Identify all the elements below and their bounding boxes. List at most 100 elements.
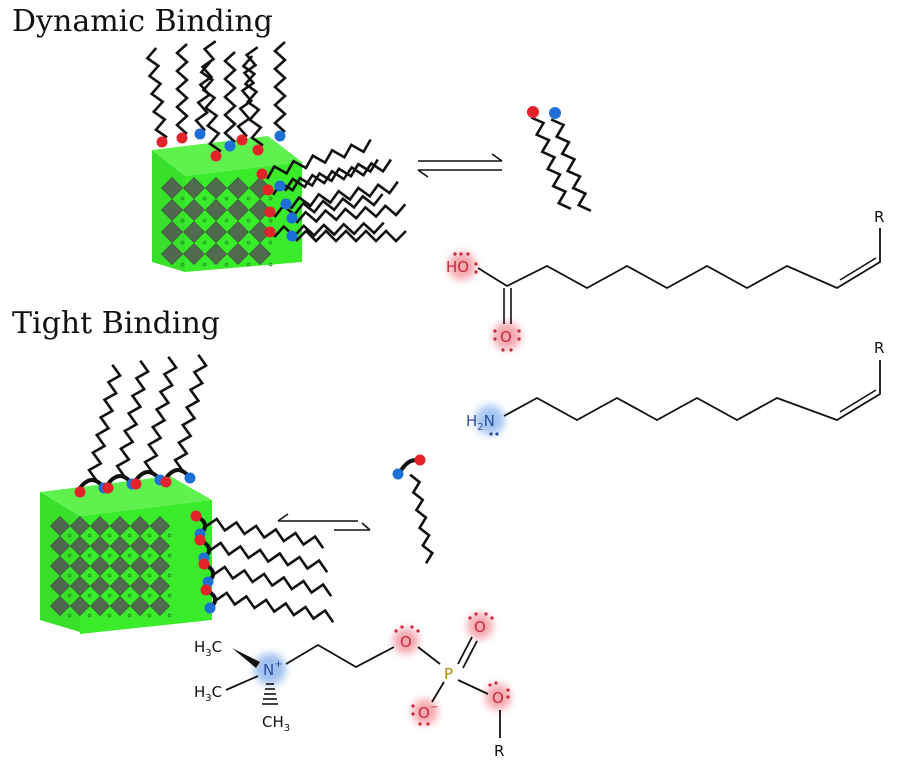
top-ligand-chain <box>199 61 222 153</box>
octahedron <box>183 177 205 199</box>
octahedron <box>109 575 131 597</box>
lone-pair-dots <box>453 252 521 352</box>
anion-charge: − <box>430 702 438 713</box>
a-site-cation <box>147 573 152 578</box>
octahedron <box>89 595 111 617</box>
a-site-cation <box>127 573 132 578</box>
side-ligand-chain <box>295 229 407 243</box>
free-carboxylic-acid-head <box>527 106 539 118</box>
octahedron <box>89 555 111 577</box>
octahedron <box>149 535 171 557</box>
octahedron <box>49 515 71 537</box>
dynamic-free-ligand-pair <box>527 106 592 212</box>
methyl-top-c: C <box>212 638 222 656</box>
octahedron <box>69 555 91 577</box>
side-ligand-chain <box>272 158 379 196</box>
carboxylate-head <box>264 206 276 218</box>
free-amine-head <box>549 107 561 119</box>
a-site-cation <box>147 613 152 618</box>
carboxylate-head <box>236 134 248 146</box>
phosphate-head <box>102 482 114 494</box>
a-site-cation <box>147 553 152 558</box>
phosphocholine-r-label: R <box>494 742 504 760</box>
octahedron <box>69 575 91 597</box>
phosphocholine-bonds <box>225 636 501 738</box>
top-ligand-chain <box>194 40 217 132</box>
octahedron <box>227 199 249 221</box>
a-site-cation <box>246 240 251 245</box>
amine-n: N <box>484 412 495 430</box>
dynamic-cube-top <box>152 136 302 176</box>
side-zwitterion-chain <box>214 591 335 623</box>
amine-highlight <box>475 405 505 435</box>
top-ligand-chain <box>223 51 237 143</box>
tight-free-ligand <box>392 454 435 564</box>
free-ammonium-head <box>392 468 404 480</box>
side-ligand-chain <box>266 138 372 180</box>
octahedron <box>205 177 227 199</box>
a-site-cation <box>87 573 92 578</box>
methyl-bottom-label: CH3 <box>262 713 290 734</box>
octahedron <box>109 535 131 557</box>
a-site-cation <box>167 613 172 618</box>
octahedron <box>161 221 183 243</box>
octahedron <box>205 243 227 265</box>
free-acid-chain <box>530 116 572 210</box>
octahedron <box>161 243 183 265</box>
octahedron <box>249 199 271 221</box>
phosphate-head <box>190 510 202 522</box>
top-zwitterion-chain <box>115 359 150 478</box>
octahedron <box>129 595 151 617</box>
hash-bond <box>262 683 278 705</box>
lone-pair-dots <box>394 612 510 726</box>
nitrogen-label: N+ <box>263 659 283 679</box>
a-site-cation <box>87 533 92 538</box>
a-site-cation <box>67 573 72 578</box>
oleic-acid-r-label: R <box>874 208 884 226</box>
phosphocholine-structure: H3C H3C CH3 N+ O P O O O− R <box>194 612 511 760</box>
a-site-cation <box>246 218 251 223</box>
top-ligand-chain <box>145 47 168 139</box>
a-site-cation <box>180 218 185 223</box>
carbonyl-oxygen-label: O <box>500 328 512 346</box>
amine-head <box>194 128 206 140</box>
ester-oxygen-1-highlight <box>393 628 419 654</box>
a-site-cation <box>107 533 112 538</box>
a-site-cation <box>224 196 229 201</box>
octahedron <box>109 515 131 537</box>
hydroxyl-highlight <box>448 252 476 280</box>
carboxylate-head <box>210 150 222 162</box>
a-site-cation <box>67 593 72 598</box>
free-zwitterion-chain <box>409 473 435 564</box>
octahedron <box>183 199 205 221</box>
carboxylate-head <box>156 136 168 148</box>
methyl-bottom-ch: CH <box>262 713 284 731</box>
free-amine-chain <box>550 118 592 212</box>
octahedron <box>129 555 151 577</box>
a-site-cation <box>167 553 172 558</box>
amine-label: H2N <box>466 412 495 433</box>
carboxylate-head <box>256 168 268 180</box>
amine-head <box>280 198 292 210</box>
tight-perovskite-lattice <box>49 515 172 618</box>
a-site-cation <box>167 573 172 578</box>
ammonium-head <box>204 602 216 614</box>
amine-head <box>274 130 286 142</box>
a-site-cation <box>202 240 207 245</box>
nitrogen-charge: + <box>274 659 282 670</box>
a-site-cation <box>107 573 112 578</box>
phosphate-head <box>160 476 172 488</box>
double-oxygen-label: O <box>474 618 486 636</box>
tight-surface-ligands <box>74 353 335 623</box>
a-site-cation <box>224 262 229 267</box>
ester-oxygen-2-highlight <box>485 684 511 710</box>
a-site-cation <box>67 533 72 538</box>
top-zwitterion-chain <box>87 363 122 482</box>
octahedron <box>183 221 205 243</box>
amine-subscript: 2 <box>477 422 483 433</box>
free-phosphate-head <box>414 454 426 466</box>
octahedron <box>149 575 171 597</box>
a-site-cation <box>180 240 185 245</box>
